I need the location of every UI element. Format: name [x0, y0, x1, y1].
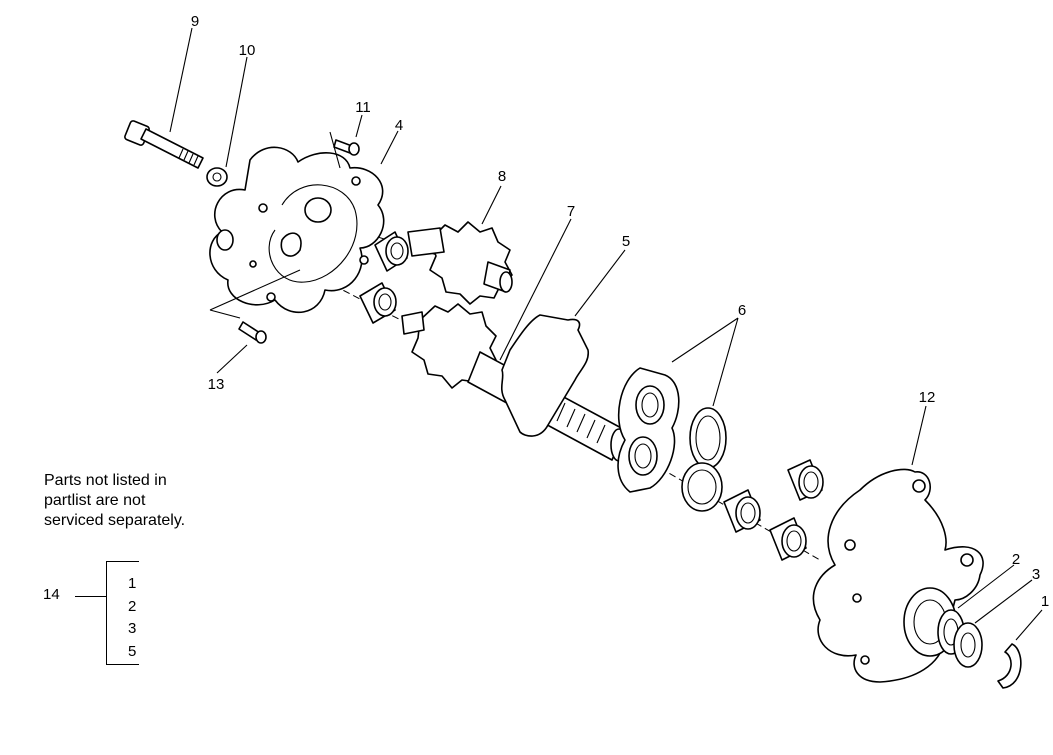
needle-bearing-lower [359, 282, 397, 324]
kit-item: 3 [128, 620, 137, 637]
kit-number: 14 [43, 586, 60, 603]
leader-8 [481, 185, 502, 225]
callout-11: 11 [355, 99, 371, 116]
leader-1 [1015, 609, 1043, 641]
note-line-1: Parts not listed in [44, 472, 167, 489]
callout-3: 3 [1032, 566, 1040, 583]
callout-7: 7 [567, 203, 575, 220]
callout-6: 6 [738, 302, 746, 319]
kit-bracket [106, 561, 139, 665]
leader-4 [380, 130, 399, 165]
note-line-2: partlist are not [44, 492, 146, 509]
kit-item: 5 [128, 642, 137, 660]
callout-2: 2 [1012, 551, 1020, 568]
kit-leader-line [75, 596, 107, 597]
leader-12 [911, 405, 927, 466]
leader-9 [169, 27, 193, 133]
needle-bearing-upper [374, 231, 409, 272]
callout-1: 1 [1041, 593, 1049, 610]
wear-plate-part-6 [617, 367, 727, 512]
washer-part-10 [206, 167, 228, 187]
leader-13 [216, 344, 248, 374]
note-line-3: serviced separately. [44, 512, 186, 529]
pin-13-locator-line [209, 269, 301, 319]
leader-2 [957, 564, 1015, 609]
leader-7 [499, 218, 572, 361]
gasket-part-5 [500, 314, 590, 437]
leader-11 [355, 114, 363, 138]
leader-6 [671, 317, 739, 407]
callout-9: 9 [191, 13, 199, 30]
callout-4: 4 [395, 117, 403, 134]
leader-5 [574, 249, 626, 317]
needle-bearing-right-c [769, 517, 807, 561]
kit-item: 1 [128, 575, 137, 592]
needle-bearing-right-a [787, 459, 824, 501]
pin-11-locator-line [329, 131, 341, 169]
callout-10: 10 [239, 42, 256, 59]
callout-13: 13 [208, 376, 225, 393]
kit-items-list: 1 2 3 5 [128, 573, 136, 663]
pump-cover-part-4 [209, 146, 385, 314]
pin-part-11 [333, 139, 360, 156]
callout-12: 12 [919, 389, 936, 406]
washer-part-3 [953, 622, 983, 668]
circlip-part-1 [997, 643, 1022, 689]
gear-part-8 [407, 221, 513, 305]
callout-8: 8 [498, 168, 506, 185]
pin-part-13 [238, 321, 267, 344]
callout-5: 5 [622, 233, 630, 250]
bolt-part-9 [124, 120, 204, 169]
leader-10 [225, 56, 248, 168]
kit-item: 2 [128, 597, 137, 615]
needle-bearing-right-b [723, 489, 761, 533]
parts-note: Parts not listed in partlist are not ser… [44, 471, 185, 531]
leader-3 [974, 579, 1033, 624]
